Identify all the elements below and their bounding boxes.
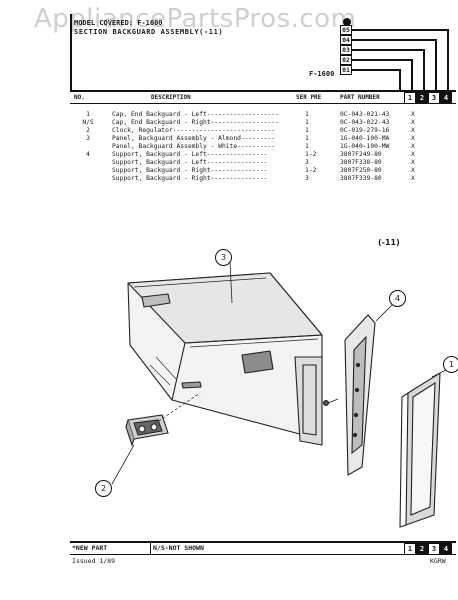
part-description: Support, Backguard - Left---------------… — [112, 151, 268, 158]
footer-code: KGRW — [430, 557, 446, 565]
section-title: SECTION BACKGUARD ASSEMBLY(-11) — [74, 28, 224, 36]
part-no: N/S — [82, 119, 94, 126]
part-description: Support, Backguard - Right--------------… — [112, 175, 268, 182]
footer-tab-3: 3 — [428, 543, 440, 555]
model-covered-line: MODEL COVERED: F-1600 — [74, 19, 163, 27]
part-ser-pre: 1-2 — [305, 167, 317, 174]
part-ser-pre: 3 — [305, 175, 309, 182]
part-description: Support, Backguard - Left---------------… — [112, 159, 268, 166]
part-number: 0C-043-022-43 — [340, 119, 390, 126]
part-description: Cap, End Backguard - Left---------------… — [112, 111, 279, 118]
part-ser-pre: 1 — [305, 135, 309, 142]
part-no: 1 — [86, 111, 90, 118]
footer-top-rule — [70, 541, 456, 543]
part-number: 1G-040-100-MA — [340, 135, 390, 142]
revision-tab-02: 02 — [340, 55, 352, 65]
part-description: Support, Backguard - Right--------------… — [112, 167, 268, 174]
part-number: 3807F339-80 — [340, 175, 382, 182]
part-ser-pre: 3 — [305, 159, 309, 166]
revision-tab-01: 01 — [340, 65, 352, 75]
part-number: 3807F338-80 — [340, 159, 382, 166]
revision-bracket-lines — [352, 29, 449, 92]
footer-bottom-rule — [70, 554, 456, 555]
part-ser-pre: 1 — [305, 119, 309, 126]
part-applicability-mark: X — [411, 167, 415, 174]
part-applicability-mark: X — [411, 151, 415, 158]
leader-3 — [229, 261, 233, 304]
part-applicability-mark: X — [411, 143, 415, 150]
part-applicability-mark: X — [411, 119, 415, 126]
model-code: F-1600 — [309, 70, 335, 78]
backguard-end-cap — [294, 356, 323, 446]
part-no: 4 — [86, 151, 90, 158]
leader-2 — [111, 444, 135, 485]
clock-regulator — [125, 392, 201, 447]
callout-1: 1 — [443, 356, 458, 373]
footer-not-shown: N/S-NOT SHOWN — [153, 544, 204, 552]
part-number: 3807F250-80 — [340, 167, 382, 174]
part-applicability-mark: X — [411, 159, 415, 166]
part-applicability-mark: X — [411, 111, 415, 118]
callout-2: 2 — [95, 480, 112, 497]
footer-new-part-cell: *NEW PART — [70, 543, 151, 554]
backguard-upper-window — [141, 293, 171, 308]
backguard-clock-window — [241, 350, 274, 374]
part-description: Panel, Backguard Assembly - Almond------… — [112, 135, 276, 142]
header-bottom-rule — [70, 103, 456, 104]
part-number: 0C-019-279-16 — [340, 127, 390, 134]
part-applicability-mark: X — [411, 135, 415, 142]
col-head-description: DESCRIPTION — [151, 94, 191, 101]
diagram-tag: (-11) — [378, 238, 400, 247]
part-number: 0C-043-021-43 — [340, 111, 390, 118]
callout-4: 4 — [389, 290, 406, 307]
part-ser-pre: 1 — [305, 127, 309, 134]
part-applicability-mark: X — [411, 175, 415, 182]
part-ser-pre: 1-2 — [305, 151, 317, 158]
watermark-text: AppliancePartsPros.com — [34, 4, 357, 34]
part-no: 2 — [86, 127, 90, 134]
part-number: 1G-040-100-MW — [340, 143, 390, 150]
part-ser-pre: 1 — [305, 111, 309, 118]
column-tab-3: 3 — [428, 92, 440, 104]
col-head-no: NO. — [74, 94, 85, 101]
mounting-screw — [322, 399, 330, 407]
part-description: Clock, Regulator------------------------… — [112, 127, 276, 134]
callout-3: 3 — [215, 249, 232, 266]
col-head-ser-pre: SER PRE — [296, 94, 322, 101]
col-head-part-number: PART NUMBER — [340, 94, 380, 101]
part-ser-pre: 1 — [305, 143, 309, 150]
part-number: 3807F249-80 — [340, 151, 382, 158]
part-applicability-mark: X — [411, 127, 415, 134]
frame-left-rule — [70, 14, 72, 92]
support-bracket — [344, 314, 376, 476]
footer-issued: Issued 1/89 — [72, 557, 116, 565]
end-cap-left — [399, 371, 441, 528]
backguard-exploded-diagram — [111, 261, 453, 528]
revision-tab-04: 04 — [340, 35, 352, 45]
part-description: Panel, Backguard Assembly - White-------… — [112, 143, 276, 150]
header-top-rule — [70, 90, 456, 92]
footer-new-part: *NEW PART — [72, 544, 108, 552]
part-description: Cap, End Backguard - Right--------------… — [112, 119, 279, 126]
revision-tab-03: 03 — [340, 45, 352, 55]
revision-marker-dot — [343, 18, 351, 26]
part-no: 3 — [86, 135, 90, 142]
